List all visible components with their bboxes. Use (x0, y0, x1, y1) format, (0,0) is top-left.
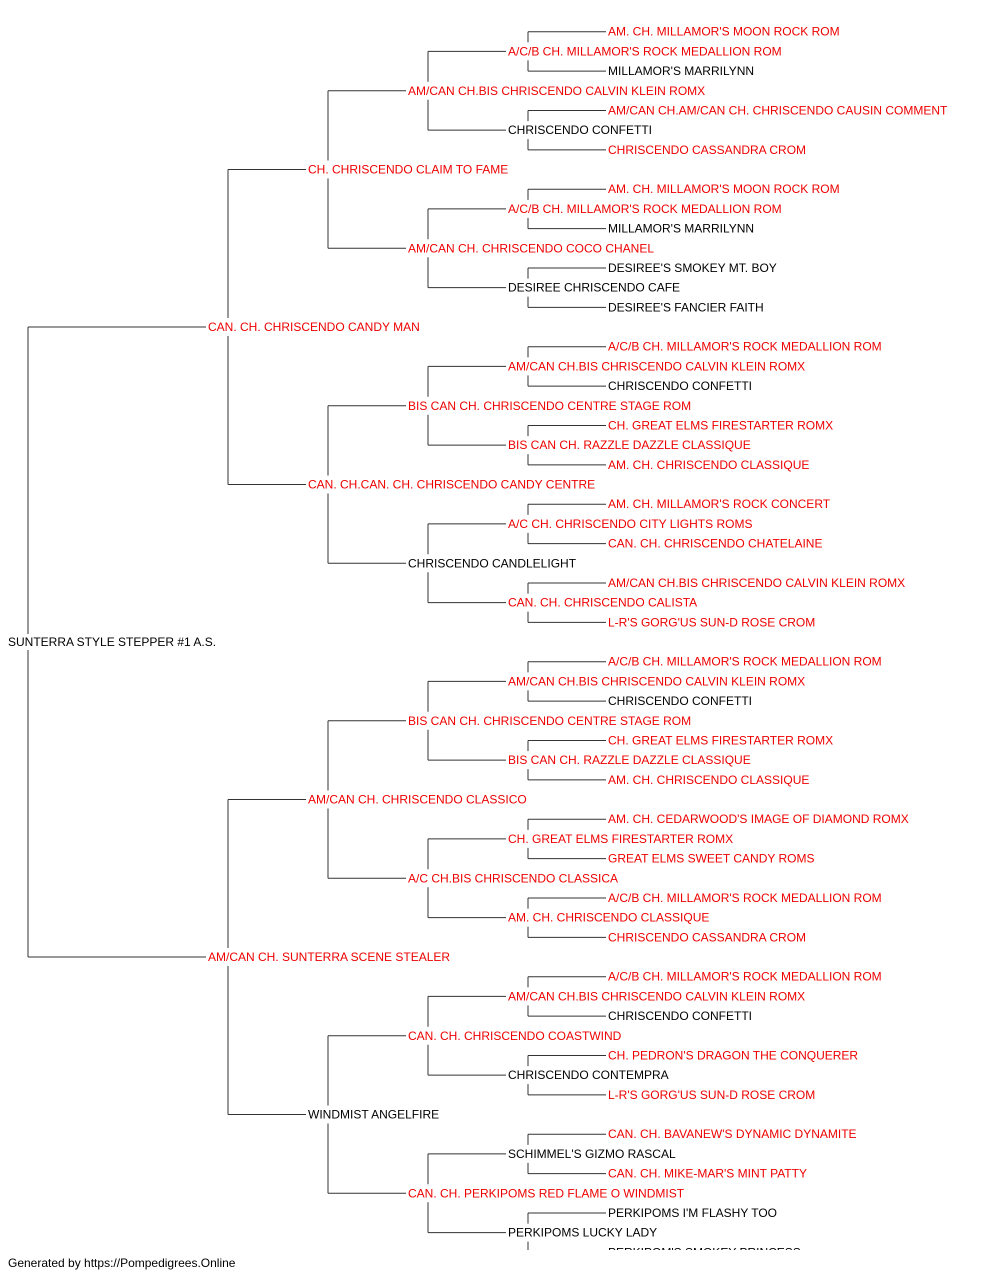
dog-name-gen5-xddddd: PERKIPOM'S SMOKEY PRINCESS (608, 1245, 801, 1250)
dog-name-gen5-xsdssd: CHRISCENDO CONFETTI (608, 379, 752, 393)
dog-name-gen5-xsdddd: L-R'S GORG'US SUN-D ROSE CROM (608, 615, 815, 629)
dog-name-gen5-xdsdds: A/C/B CH. MILLAMOR'S ROCK MEDALLION ROM (608, 891, 882, 905)
dog-name-gen5-xsddss: AM. CH. MILLAMOR'S ROCK CONCERT (608, 497, 831, 511)
dog-name-gen5-xssdds: DESIREE'S SMOKEY MT. BOY (608, 261, 777, 275)
dog-name-gen1-xs: CAN. CH. CHRISCENDO CANDY MAN (208, 320, 420, 334)
dog-name-gen5-xdddss: CAN. CH. BAVANEW'S DYNAMIC DYNAMITE (608, 1127, 857, 1141)
dog-name-gen4-xddss: AM/CAN CH.BIS CHRISCENDO CALVIN KLEIN RO… (508, 989, 805, 1003)
dog-name-gen4-xssss: A/C/B CH. MILLAMOR'S ROCK MEDALLION ROM (508, 44, 782, 58)
dog-name-gen5-xssdss: AM. CH. MILLAMOR'S MOON ROCK ROM (608, 182, 840, 196)
dog-name-gen5-xdssdd: AM. CH. CHRISCENDO CLASSIQUE (608, 773, 809, 787)
dog-name-gen5-xdsssd: CHRISCENDO CONFETTI (608, 694, 752, 708)
dog-name-gen5-xsdsss: A/C/B CH. MILLAMOR'S ROCK MEDALLION ROM (608, 340, 882, 354)
dog-name-gen3-xsss: AM/CAN CH.BIS CHRISCENDO CALVIN KLEIN RO… (408, 84, 705, 98)
dog-name-gen5-xssddd: DESIREE'S FANCIER FAITH (608, 300, 764, 314)
dog-name-gen5-xddsds: CH. PEDRON'S DRAGON THE CONQUERER (608, 1048, 858, 1062)
dog-name-gen1-xd: AM/CAN CH. SUNTERRA SCENE STEALER (208, 950, 450, 964)
dog-name-gen4-xddsd: CHRISCENDO CONTEMPRA (508, 1068, 669, 1082)
dog-name-gen3-xsdd: CHRISCENDO CANDLELIGHT (408, 556, 577, 570)
dog-name-gen4-xdddd: PERKIPOMS LUCKY LADY (508, 1226, 657, 1240)
pedigree-chart: SUNTERRA STYLE STEPPER #1 A.S. CAN. CH. C… (8, 25, 948, 1250)
footer-credit: Generated by https://Pompedigrees.Online (8, 1256, 236, 1270)
dog-name-gen5-xdssds: CH. GREAT ELMS FIRESTARTER ROMX (608, 733, 833, 747)
dog-name-gen5-xsddds: AM/CAN CH.BIS CHRISCENDO CALVIN KLEIN RO… (608, 576, 905, 590)
dog-name-gen3-xssd: AM/CAN CH. CHRISCENDO COCO CHANEL (408, 241, 654, 255)
dog-name-gen4-xdsds: CH. GREAT ELMS FIRESTARTER ROMX (508, 832, 733, 846)
dog-name-gen3-xsds: BIS CAN CH. CHRISCENDO CENTRE STAGE ROM (408, 399, 691, 413)
dog-name-gen3-xddd: CAN. CH. PERKIPOMS RED FLAME O WINDMIST (408, 1186, 685, 1200)
dog-name-gen5-xddsss: A/C/B CH. MILLAMOR'S ROCK MEDALLION ROM (608, 970, 882, 984)
dog-name-gen5-xsdsdd: AM. CH. CHRISCENDO CLASSIQUE (608, 458, 809, 472)
dog-name-gen5-xssdsd: MILLAMOR'S MARRILYNN (608, 222, 754, 236)
dog-name-gen5-xsssss: AM. CH. MILLAMOR'S MOON ROCK ROM (608, 25, 840, 39)
dog-name-gen5-xssssd: MILLAMOR'S MARRILYNN (608, 64, 754, 78)
dog-name-gen5-xsdsds: CH. GREAT ELMS FIRESTARTER ROMX (608, 418, 833, 432)
dog-name-gen5-xdssss: A/C/B CH. MILLAMOR'S ROCK MEDALLION ROM (608, 655, 882, 669)
dog-name-gen0-x: SUNTERRA STYLE STEPPER #1 A.S. (8, 635, 216, 649)
dog-name-gen4-xdsss: AM/CAN CH.BIS CHRISCENDO CALVIN KLEIN RO… (508, 674, 805, 688)
dog-name-gen4-xdsdd: AM. CH. CHRISCENDO CLASSIQUE (508, 911, 709, 925)
dog-name-gen2-xds: AM/CAN CH. CHRISCENDO CLASSICO (308, 793, 527, 807)
dog-name-gen4-xsdsd: BIS CAN CH. RAZZLE DAZZLE CLASSIQUE (508, 438, 751, 452)
dog-name-gen5-xdsddd: CHRISCENDO CASSANDRA CROM (608, 930, 806, 944)
dog-name-gen2-xdd: WINDMIST ANGELFIRE (308, 1108, 439, 1122)
dog-name-gen4-xsssd: CHRISCENDO CONFETTI (508, 123, 652, 137)
dog-name-gen4-xsdds: A/C CH. CHRISCENDO CITY LIGHTS ROMS (508, 517, 752, 531)
dog-name-gen3-xdds: CAN. CH. CHRISCENDO COASTWIND (408, 1029, 622, 1043)
dog-name-gen5-xdddds: PERKIPOMS I'M FLASHY TOO (608, 1206, 777, 1220)
dog-name-gen5-xsssds: AM/CAN CH.AM/CAN CH. CHRISCENDO CAUSIN C… (608, 103, 948, 117)
dog-name-gen3-xdss: BIS CAN CH. CHRISCENDO CENTRE STAGE ROM (408, 714, 691, 728)
dog-name-gen4-xssdd: DESIREE CHRISCENDO CAFE (508, 281, 680, 295)
dog-name-gen2-xsd: CAN. CH.CAN. CH. CHRISCENDO CANDY CENTRE (308, 478, 595, 492)
dog-name-gen5-xdddsd: CAN. CH. MIKE-MAR'S MINT PATTY (608, 1167, 807, 1181)
dog-name-gen4-xsddd: CAN. CH. CHRISCENDO CALISTA (508, 596, 697, 610)
dog-name-gen2-xss: CH. CHRISCENDO CLAIM TO FAME (308, 163, 508, 177)
dog-name-gen5-xddssd: CHRISCENDO CONFETTI (608, 1009, 752, 1023)
dog-name-gen5-xddsdd: L-R'S GORG'US SUN-D ROSE CROM (608, 1088, 815, 1102)
dog-name-gen3-xdsd: A/C CH.BIS CHRISCENDO CLASSICA (408, 871, 618, 885)
dog-name-gen5-xsssdd: CHRISCENDO CASSANDRA CROM (608, 143, 806, 157)
dog-name-gen5-xdsdss: AM. CH. CEDARWOOD'S IMAGE OF DIAMOND ROM… (608, 812, 909, 826)
dog-name-gen5-xsddsd: CAN. CH. CHRISCENDO CHATELAINE (608, 537, 822, 551)
dog-name-gen4-xddds: SCHIMMEL'S GIZMO RASCAL (508, 1147, 676, 1161)
dog-name-gen4-xssds: A/C/B CH. MILLAMOR'S ROCK MEDALLION ROM (508, 202, 782, 216)
dog-name-gen4-xsdss: AM/CAN CH.BIS CHRISCENDO CALVIN KLEIN RO… (508, 359, 805, 373)
dog-name-gen5-xdsdsd: GREAT ELMS SWEET CANDY ROMS (608, 852, 814, 866)
dog-name-gen4-xdssd: BIS CAN CH. RAZZLE DAZZLE CLASSIQUE (508, 753, 751, 767)
